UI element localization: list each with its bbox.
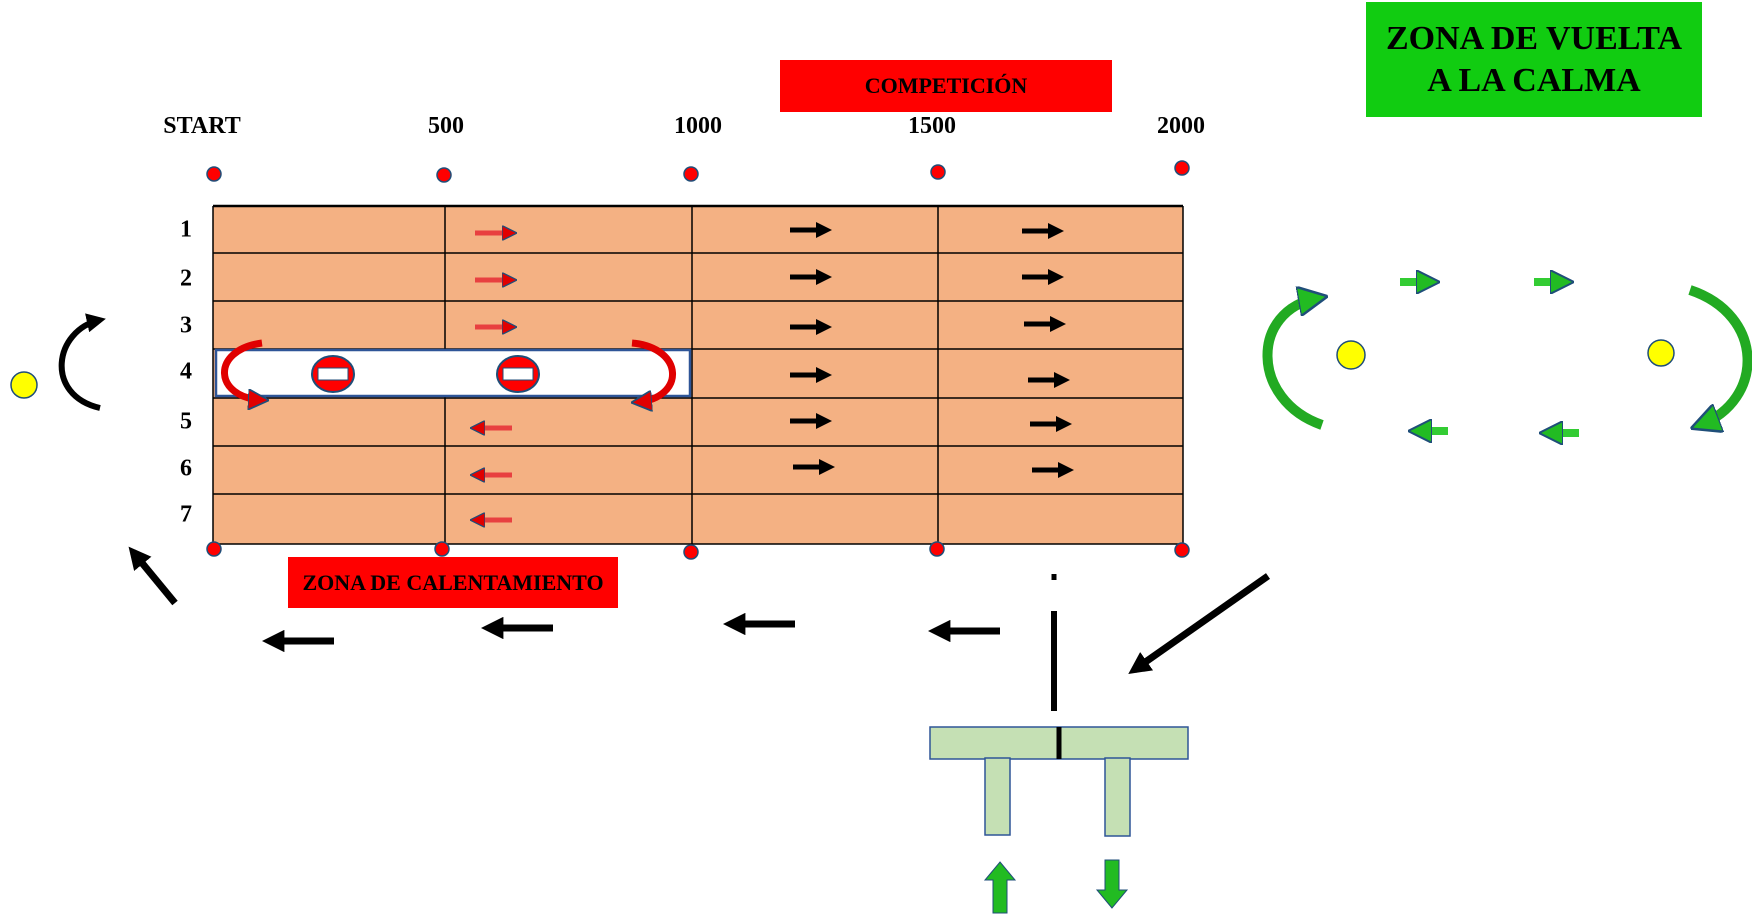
lane-label: 7 — [180, 501, 192, 528]
distance-label-1000: 1000 — [674, 113, 722, 139]
cooldown-buoy-icon — [1336, 340, 1366, 370]
no-entry-icon — [496, 355, 540, 393]
buoy-icon — [1174, 542, 1190, 558]
warmup-zone-banner: ZONA DE CALENTAMIENTO — [288, 557, 618, 608]
buoy-icon — [436, 167, 452, 183]
buoy-icon — [434, 541, 450, 557]
cooldown-zone-banner: ZONA DE VUELTA A LA CALMA — [1366, 2, 1702, 117]
lane-label: 6 — [180, 455, 192, 482]
lane-lines — [212, 204, 1184, 545]
diagonal-arrow-icon — [128, 546, 178, 606]
buoy-icon — [683, 166, 699, 182]
distance-label-start: START — [163, 113, 241, 139]
lane-label: 5 — [180, 408, 192, 435]
lane-4-closed-strip — [214, 348, 692, 398]
distance-label-1500: 1500 — [908, 113, 956, 139]
competition-banner: COMPETICIÓN — [780, 60, 1112, 112]
distance-label-500: 500 — [428, 113, 464, 139]
buoy-icon — [1174, 160, 1190, 176]
buoy-icon — [206, 166, 222, 182]
warmup-left-arrows — [475, 428, 512, 520]
curved-arrow-icon — [1690, 285, 1752, 425]
buoy-icon — [930, 164, 946, 180]
return-arrows — [128, 546, 1271, 675]
curved-arrow-icon — [1262, 298, 1322, 430]
distance-buoys — [206, 160, 1190, 560]
lane-label: 4 — [180, 358, 192, 385]
diagonal-arrow-icon — [1128, 573, 1271, 675]
lane-label: 3 — [180, 312, 192, 339]
warmup-right-arrows — [475, 233, 512, 327]
buoy-icon — [683, 544, 699, 560]
lane-label: 2 — [180, 265, 192, 292]
distance-label-2000: 2000 — [1157, 113, 1205, 139]
up-arrow-icon — [983, 861, 1017, 914]
cooldown-label-line2: A LA CALMA — [1427, 61, 1641, 99]
u-turn-arrow-icon — [632, 339, 676, 402]
down-arrow-icon — [1095, 859, 1129, 909]
competition-arrows — [790, 221, 1074, 478]
cooldown-buoy-icon — [1647, 339, 1675, 367]
buoy-icon — [929, 541, 945, 557]
no-entry-icon — [311, 355, 355, 393]
competition-label: COMPETICIÓN — [864, 73, 1028, 98]
cooldown-arrows — [1400, 282, 1579, 433]
cooldown-label-line1: ZONA DE VUELTA — [1385, 19, 1683, 57]
curved-arrow-icon — [58, 313, 106, 411]
turning-buoy-icon — [10, 371, 38, 399]
pontoon — [929, 574, 1189, 837]
buoy-icon — [206, 541, 222, 557]
lane-label: 1 — [180, 216, 192, 243]
u-turn-arrow-icon — [221, 339, 262, 400]
warmup-label: ZONA DE CALENTAMIENTO — [302, 569, 604, 595]
